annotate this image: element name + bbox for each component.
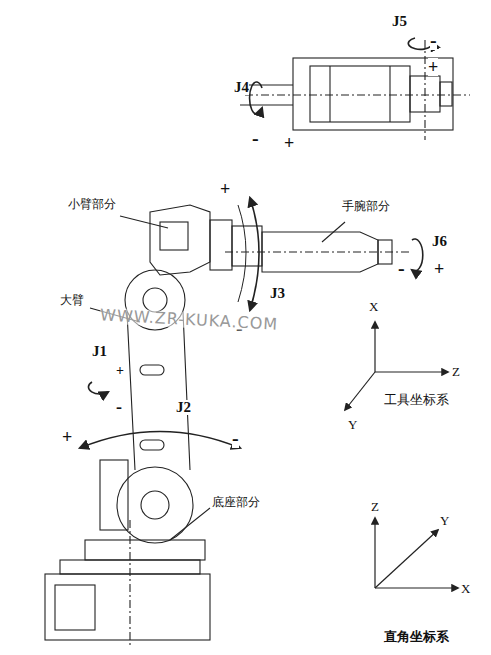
leader-line — [120, 216, 168, 228]
j4-rotation-arrow — [250, 82, 262, 114]
tool-frame — [345, 322, 448, 410]
part-name: 手腕部分 — [342, 200, 390, 212]
part-name: 大臂 — [60, 294, 84, 306]
frame-name: 直角坐标系 — [384, 630, 449, 643]
direction-sign: + — [434, 260, 444, 278]
part-name: 小臂部分 — [68, 198, 116, 210]
j5-rotation-arrow — [408, 38, 432, 49]
direction-sign: + — [220, 180, 230, 198]
axis-label: X — [461, 582, 470, 595]
joint-label: J2 — [176, 400, 191, 415]
joint-label: J4 — [234, 80, 249, 95]
direction-sign: + — [284, 134, 294, 152]
joint-label: J3 — [270, 286, 285, 301]
lower-arm — [150, 205, 210, 275]
direction-sign: + — [62, 428, 72, 446]
direction-sign: - — [430, 30, 437, 50]
joint-label: J5 — [392, 14, 407, 29]
axis-label: Z — [371, 500, 379, 513]
axis-label: X — [369, 300, 378, 313]
j1-rotation-arrow — [88, 382, 108, 394]
joint-label: J1 — [92, 344, 107, 359]
part-name: 底座部分 — [212, 496, 260, 508]
direction-sign: - — [398, 258, 405, 278]
axis-label: Z — [452, 365, 460, 378]
leader-line — [170, 508, 210, 540]
direction-sign: - — [116, 398, 122, 416]
direction-sign: - — [232, 428, 239, 448]
j2-rotation-arrow — [80, 432, 240, 449]
j6-rotation-arrow — [412, 239, 423, 271]
direction-sign: + — [428, 58, 438, 76]
base — [100, 460, 128, 530]
watermark: WWW.ZR-KUKA.COM — [100, 307, 279, 332]
wrist-top-view — [293, 58, 453, 130]
world-frame — [375, 518, 458, 588]
joint-label: J6 — [432, 234, 447, 249]
j3-rotation-arrow — [250, 198, 259, 310]
direction-sign: + — [116, 364, 124, 378]
direction-sign: - — [252, 128, 259, 148]
upper-arm — [127, 312, 190, 470]
leader-line — [322, 222, 345, 242]
axis-label: Y — [440, 514, 449, 527]
frame-name: 工具坐标系 — [384, 393, 449, 406]
axis-label: Y — [348, 418, 357, 431]
